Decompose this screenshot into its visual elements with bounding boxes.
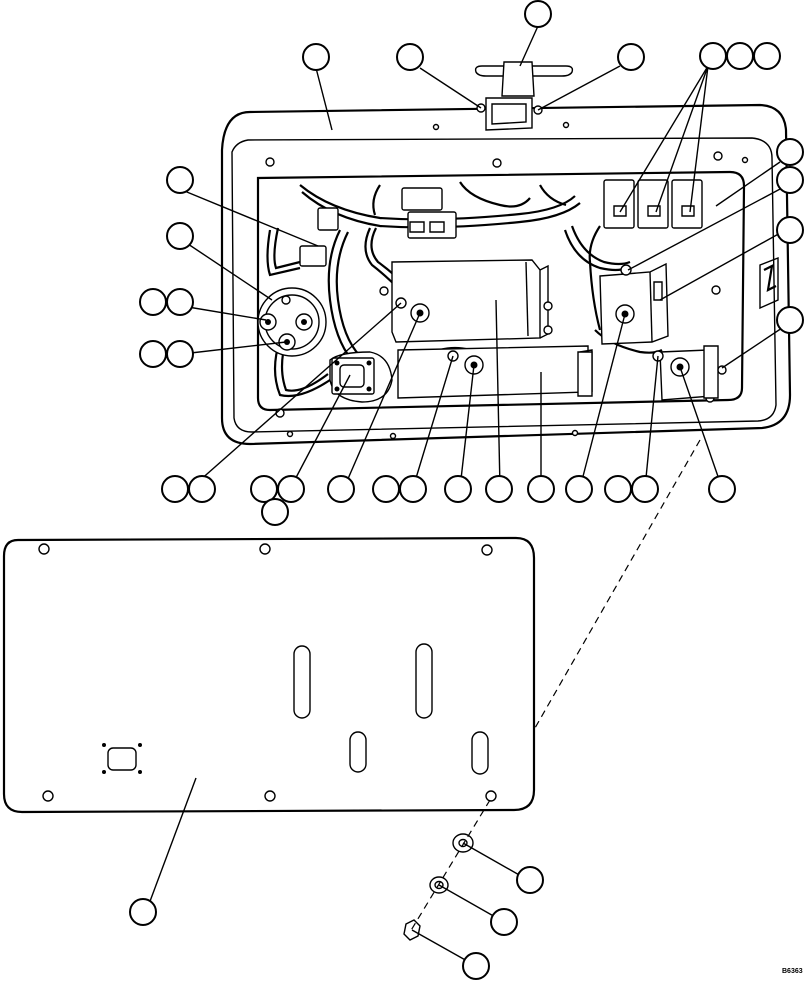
callout-bubble: [700, 43, 726, 69]
callout-bubble: [618, 44, 644, 70]
latch-handle: [476, 62, 573, 130]
callout-bubble: [727, 43, 753, 69]
leader-lines: [146, 26, 782, 966]
callout-bubble: [486, 476, 512, 502]
hardware-path: [410, 800, 490, 932]
callout-bubble: [445, 476, 471, 502]
callout-bubble: [130, 899, 156, 925]
callout-bubble: [463, 953, 489, 979]
callout-bubble: [605, 476, 631, 502]
callout-bubble: [777, 139, 803, 165]
callout-bubble: [754, 43, 780, 69]
callout-bubble: [632, 476, 658, 502]
figure-id-label: B6363: [782, 968, 803, 975]
callout-bubble: [278, 476, 304, 502]
connectors: [300, 188, 456, 266]
callout-bubbles: [130, 1, 803, 979]
callout-bubble: [189, 476, 215, 502]
callout-bubble: [262, 499, 288, 525]
callout-bubble: [566, 476, 592, 502]
callout-bubble: [777, 217, 803, 243]
callout-bubble: [167, 289, 193, 315]
right-relay: [600, 264, 718, 400]
callout-bubble: [167, 223, 193, 249]
callout-bubble: [528, 476, 554, 502]
callout-bubble: [251, 476, 277, 502]
callout-bubble: [167, 341, 193, 367]
callout-bubble: [709, 476, 735, 502]
callout-bubble: [397, 44, 423, 70]
fuse-block: [604, 180, 702, 228]
cover-plate: [4, 538, 534, 812]
callout-bubble: [373, 476, 399, 502]
assembly-path: [535, 440, 700, 728]
square-switch: [330, 352, 392, 402]
callout-bubble: [777, 307, 803, 333]
round-connector: [258, 288, 326, 356]
callout-bubble: [303, 44, 329, 70]
callout-bubble: [167, 167, 193, 193]
callout-bubble: [140, 341, 166, 367]
callout-bubble: [517, 867, 543, 893]
callout-bubble: [777, 167, 803, 193]
callout-bubble: [328, 476, 354, 502]
callout-bubble: [400, 476, 426, 502]
callout-bubble: [140, 289, 166, 315]
callout-bubble: [162, 476, 188, 502]
relay-module: [392, 260, 592, 398]
callout-bubble: [525, 1, 551, 27]
callout-bubble: [491, 909, 517, 935]
